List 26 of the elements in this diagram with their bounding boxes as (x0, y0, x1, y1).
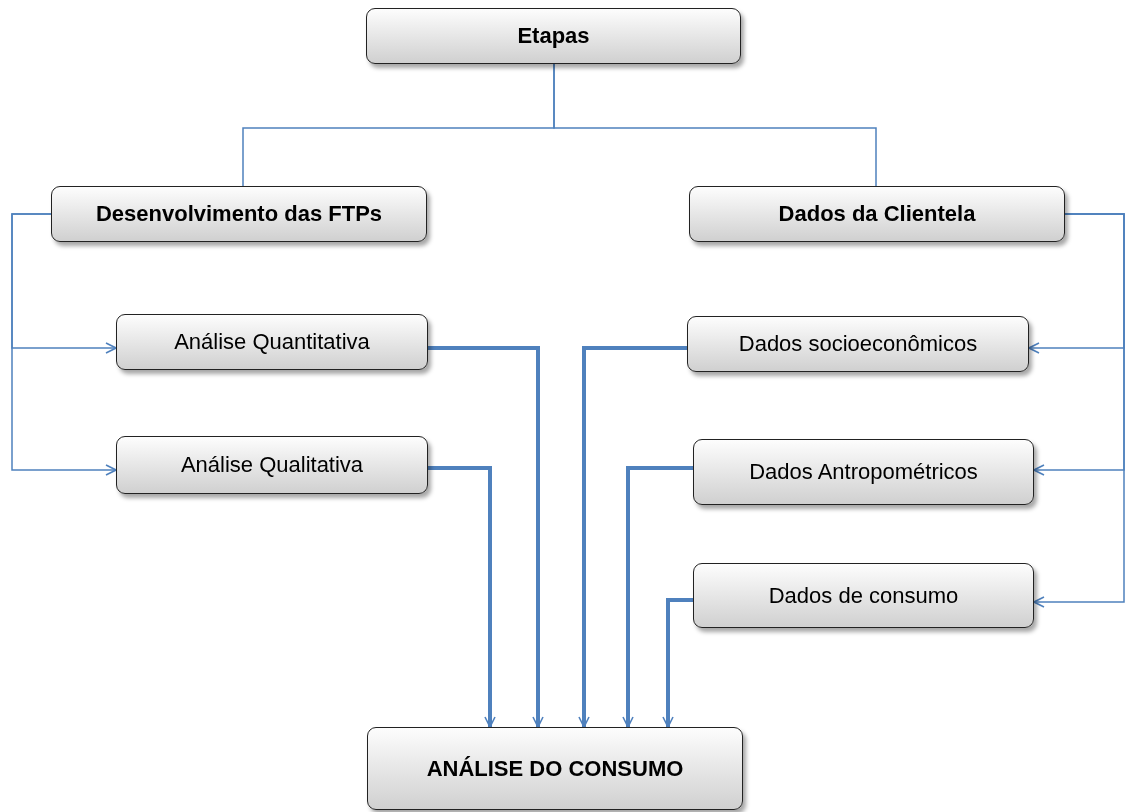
process-box (367, 727, 743, 810)
process-box (116, 314, 428, 370)
process-box (366, 8, 741, 64)
arrow (662, 598, 693, 728)
box-label: Dados de consumo (768, 582, 959, 609)
arrow (11, 213, 117, 476)
arrow (578, 346, 687, 728)
arrow (622, 466, 693, 728)
arrow (1033, 213, 1125, 608)
box-label: Análise Quantitativa (174, 329, 370, 355)
box-label: Desenvolvimento das FTPs (95, 201, 383, 227)
process-box (693, 439, 1034, 505)
box-label: Dados da Clientela (778, 201, 976, 227)
box-label: ANÁLISE DO CONSUMO (426, 755, 684, 782)
process-box (51, 186, 427, 242)
connector-line (553, 63, 877, 187)
process-box (689, 186, 1065, 242)
box-label: Dados Antropométricos (749, 459, 978, 485)
arrow (428, 466, 496, 728)
arrow (428, 346, 544, 728)
box-label: Dados socioeconômicos (738, 331, 978, 357)
process-box (693, 563, 1034, 628)
process-box (687, 316, 1029, 372)
process-box (116, 436, 428, 494)
box-label: Etapas (517, 23, 590, 49)
box-label: Análise Qualitativa (180, 452, 364, 478)
